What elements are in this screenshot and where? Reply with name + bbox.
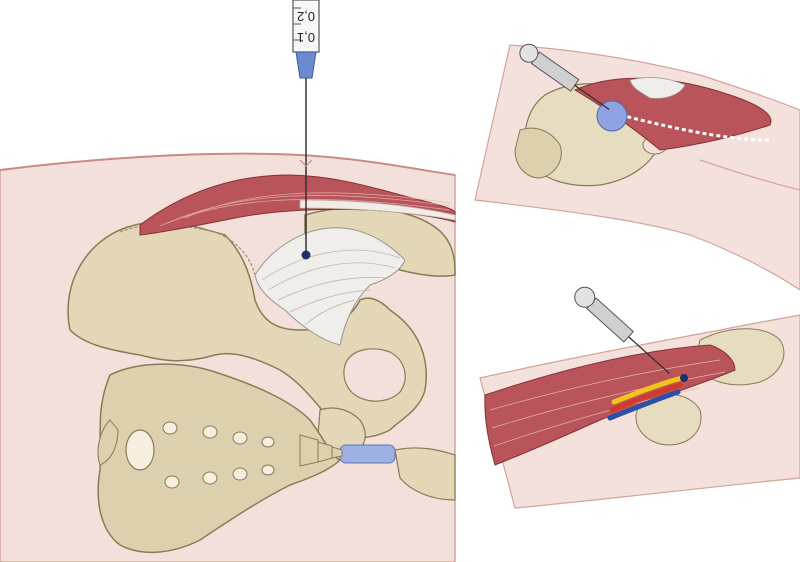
femoral-vein [607,389,681,421]
sacral-foramen [162,421,178,435]
sacral-ala [97,419,119,466]
inset-top-syringe-plunger [519,43,539,63]
ligament-line [304,299,356,326]
inset-top-bolus [596,100,628,132]
muscle-fiber [159,199,451,227]
syringe-barrel [292,0,320,53]
sacral-foramen [202,425,218,439]
syringe-mark-01: 0,1 [297,30,315,45]
inset-top-syringe [519,43,610,110]
needle-tip-target [301,250,311,260]
skin-surface-line [0,152,456,176]
sacral-foramen [261,464,275,476]
inset-bottom-needle [628,336,670,375]
inset-top-sacrum [514,127,562,179]
pubic-bone-opposite [394,447,456,501]
skin-puncture [299,159,313,167]
ligament-line [277,277,386,301]
inset-bottom-target [680,374,688,382]
inset-bottom [478,286,800,510]
inset-bottom-syringe-plunger [574,286,596,308]
coccyx-segment [331,446,343,459]
ligament-fan [254,227,406,346]
inset-top-ligament [629,77,686,99]
inset-bottom-muscle [484,344,736,466]
sacral-foramen [232,467,248,481]
sacral-foramen [232,431,248,445]
muscle-fiber [169,195,451,223]
ligament-line [267,262,396,291]
coccyx-segment [299,434,319,467]
inset-top [470,40,800,300]
sacral-foramen [202,471,218,485]
femoral-nerve [611,375,685,405]
ligament-line [261,249,401,281]
muscle-fibers [159,192,451,227]
syringe-mark-02: 0,2 [297,9,315,24]
pubic-symphysis-disc [339,444,396,464]
inset-bottom-syringe-barrel [586,297,634,343]
main-illustration: 0,2 0,1 [0,0,456,562]
needle-hub [295,51,317,79]
main-syringe: 0,2 0,1 [292,0,320,260]
tendon [299,199,456,221]
femoral-artery [609,382,683,413]
ligament-line [289,289,371,313]
coccyx [299,434,343,467]
sacral-canal [125,429,155,471]
inset-top-needle [574,84,610,110]
syringe-graduations [293,7,301,41]
inset-top-thigh-line [699,159,800,191]
sacral-foramen [261,436,275,448]
sacral-foramina [162,421,275,489]
sacral-foramen [164,475,180,489]
sacrum [97,363,342,554]
muscle-fiber [489,359,721,411]
neurovascular-bundle [607,375,685,421]
coccyx-segment [317,441,333,463]
ligament-striations [261,249,401,326]
muscle-fiber [184,192,451,219]
muscle-fiber [491,371,726,429]
muscle-band [139,174,456,236]
inset-bottom-syringe [574,286,670,375]
obturator-foramen [343,348,406,402]
